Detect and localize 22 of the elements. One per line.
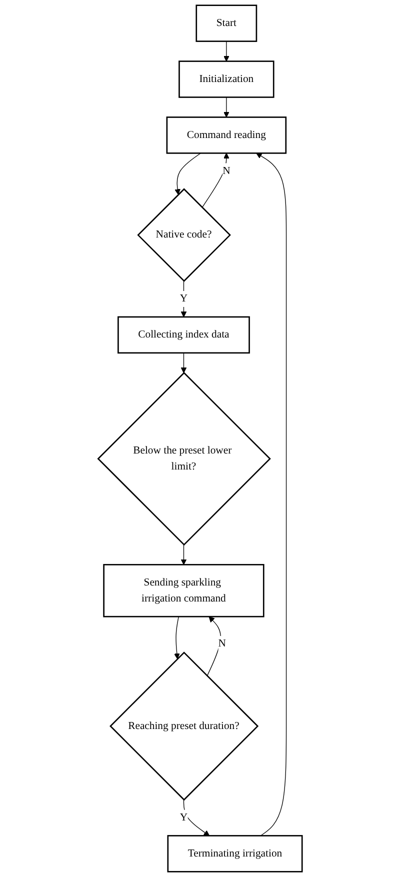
node-box: Command reading — [166, 116, 286, 154]
node-box: Terminating irrigation — [167, 835, 303, 872]
arrow — [256, 152, 286, 836]
node-diamond: Below the preset lower limit? — [97, 372, 271, 546]
edge-label: N — [222, 165, 230, 176]
node-diamond: Reaching preset duration? — [109, 652, 258, 801]
node-box: Initialization — [178, 60, 274, 98]
arrow — [202, 152, 230, 208]
edge-label: Y — [180, 812, 188, 824]
arrow — [183, 799, 210, 836]
arrow — [180, 352, 187, 374]
arrow — [174, 152, 201, 195]
arrow — [223, 40, 230, 62]
node-box: Collecting index data — [117, 316, 250, 354]
edge-label: Y — [180, 292, 188, 304]
arrow — [174, 616, 180, 660]
node-box: Sending sparkling irrigation command — [103, 564, 264, 618]
arrow — [180, 544, 187, 565]
node-diamond: Native code? — [137, 188, 231, 282]
node-box: Start — [196, 4, 257, 42]
edge-label: N — [218, 638, 226, 650]
arrow — [223, 96, 230, 118]
